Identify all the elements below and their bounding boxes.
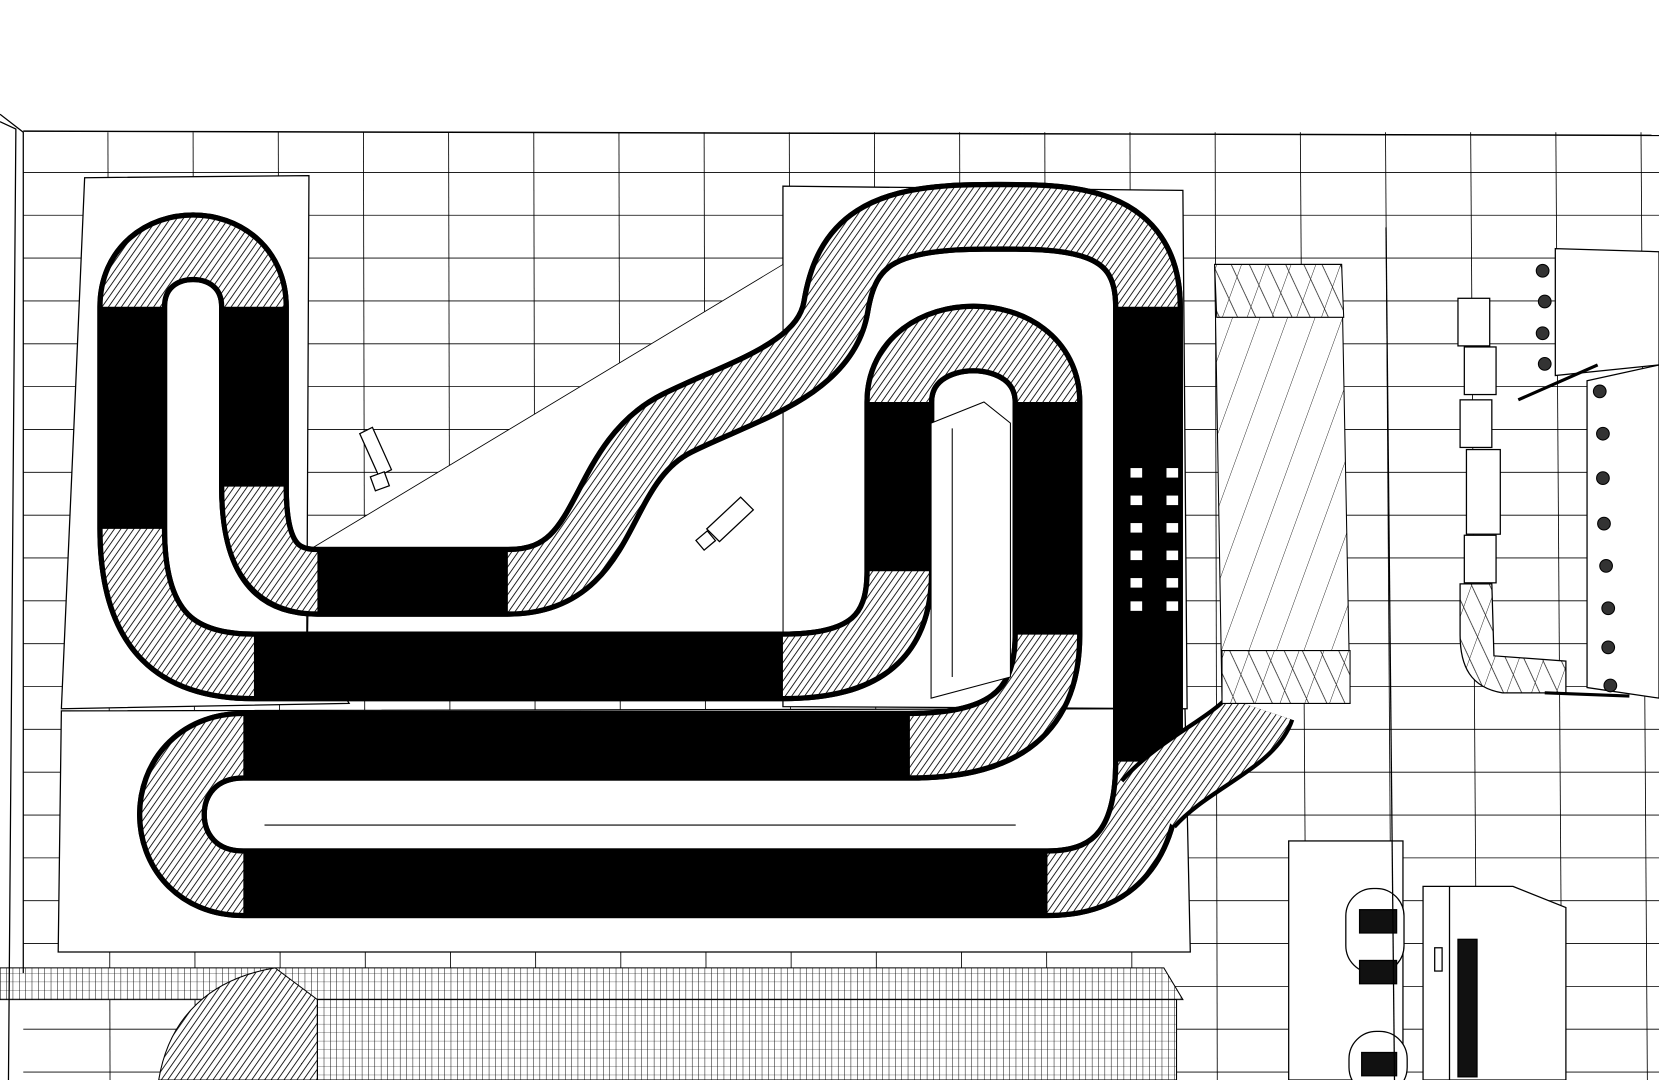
tire-icon <box>1601 640 1616 655</box>
infield-building <box>930 401 1011 699</box>
tire-barriers <box>1535 263 1618 693</box>
tire-icon <box>1537 357 1552 371</box>
tire-icon <box>1603 678 1618 693</box>
tire-icon <box>1535 263 1550 278</box>
tire-icon <box>1597 516 1611 531</box>
race-track <box>97 187 1295 913</box>
grandstand <box>0 967 1184 1080</box>
tire-icon <box>1601 601 1616 616</box>
pit-garages <box>1457 247 1659 699</box>
hangar-building <box>1214 263 1351 704</box>
tire-icon <box>1599 559 1613 573</box>
tire-icon <box>1596 471 1610 485</box>
truck-vehicle <box>358 426 755 552</box>
tire-icon <box>1596 426 1610 441</box>
pit-markers <box>1129 467 1180 612</box>
tire-icon <box>1592 384 1607 399</box>
tire-icon <box>1537 294 1552 309</box>
track-dense-mesh <box>102 187 1178 913</box>
boundary-wall <box>0 113 1396 1080</box>
tire-icon <box>1535 326 1550 341</box>
ground-edge <box>23 130 1659 137</box>
service-buildings <box>1288 840 1567 1080</box>
